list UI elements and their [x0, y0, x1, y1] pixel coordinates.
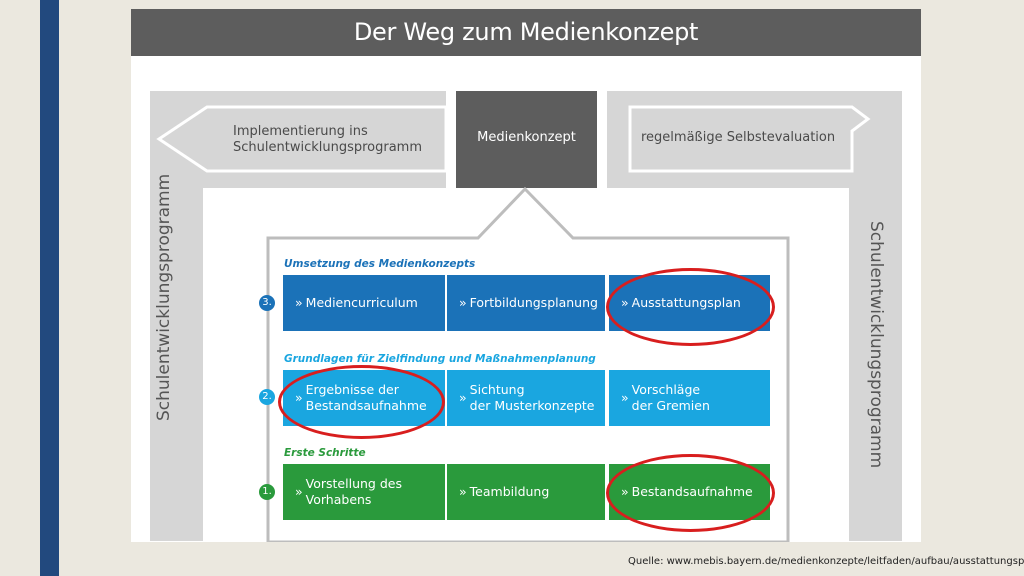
slide: Der Weg zum Medienkonzept Implementierun…: [131, 9, 921, 542]
box-vorstellung: »Vorstellung des Vorhabens: [283, 464, 445, 520]
center-label: Medienkonzept: [477, 130, 576, 145]
left-side-label: Schulentwicklungsprogramm: [154, 173, 174, 421]
evaluation-label: regelmäßige Selbstevaluation: [641, 130, 836, 145]
source-citation: Quelle: www.mebis.bayern.de/medienkonzep…: [628, 556, 1024, 567]
chevron-icon: »: [459, 484, 467, 499]
highlight-oval-ergebnisse: [278, 365, 445, 439]
chevron-icon: »: [295, 484, 303, 499]
box-fortbildungsplanung: »Fortbildungsplanung: [447, 275, 605, 331]
section-1-number: 1.: [259, 484, 275, 500]
box-vorschlaege: »Vorschläge der Gremien: [609, 370, 770, 426]
box-sichtung: »Sichtung der Musterkonzepte: [447, 370, 605, 426]
section-2-number: 2.: [259, 389, 275, 405]
section-3-number: 3.: [259, 295, 275, 311]
left-arrow-icon: [156, 105, 448, 173]
chevron-icon: »: [459, 390, 467, 405]
highlight-oval-ausstattungsplan: [606, 268, 775, 346]
right-side-label: Schulentwicklungsprogramm: [866, 221, 886, 469]
box-mediencurriculum: »Mediencurriculum: [283, 275, 445, 331]
section-2-heading: Grundlagen für Zielfindung und Maßnahmen…: [284, 353, 596, 365]
left-accent-bar: [40, 0, 59, 576]
center-box: [456, 91, 597, 188]
section-3-heading: Umsetzung des Medienkonzepts: [284, 258, 476, 270]
implementation-label: Implementierung ins Schulentwicklungspro…: [233, 124, 423, 155]
highlight-oval-bestandsaufnahme: [606, 454, 775, 532]
box-teambildung: »Teambildung: [447, 464, 605, 520]
process-diagram: [150, 91, 902, 542]
slide-title: Der Weg zum Medienkonzept: [131, 9, 921, 56]
chevron-icon: »: [295, 295, 303, 310]
section-1-heading: Erste Schritte: [284, 447, 366, 459]
right-arrow-icon: [628, 105, 871, 173]
chevron-icon: »: [459, 295, 467, 310]
chevron-icon: »: [621, 390, 629, 405]
